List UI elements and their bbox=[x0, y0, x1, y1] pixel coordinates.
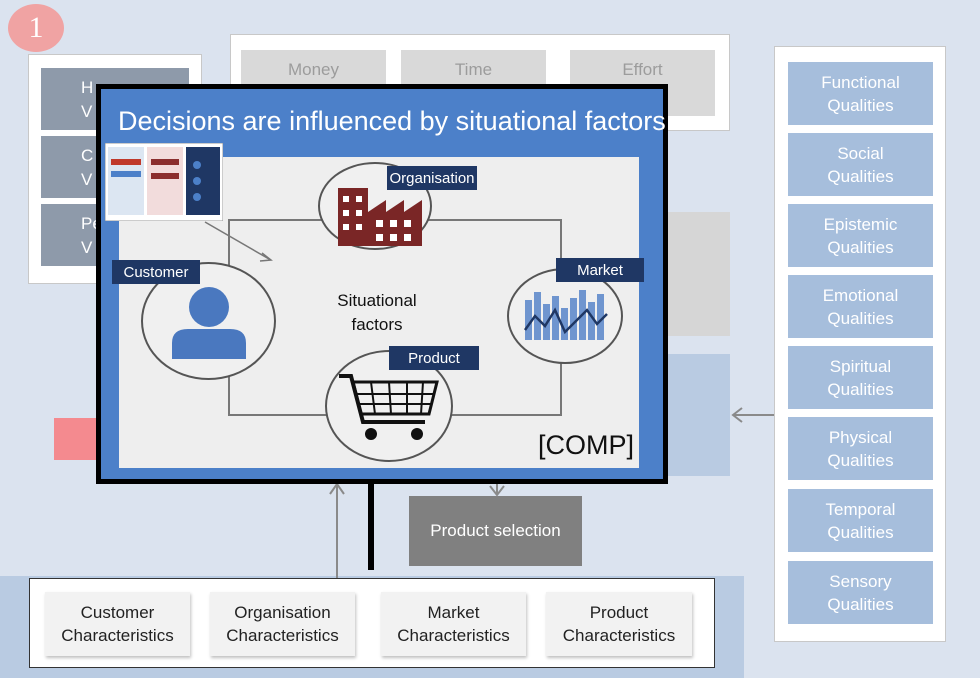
customer-characteristics-l2: Characteristics bbox=[61, 626, 174, 645]
product-label: Product bbox=[389, 346, 479, 370]
market-characteristics-l2: Characteristics bbox=[397, 626, 510, 645]
background-gray-block bbox=[660, 212, 730, 336]
market-chart-icon bbox=[523, 290, 608, 340]
organisation-characteristics-l1: Organisation bbox=[234, 603, 331, 622]
quality-spiritual-l2: Qualities bbox=[827, 379, 894, 399]
value-box-2-label: C V bbox=[81, 146, 94, 189]
quality-sensory-l1: Sensory bbox=[829, 571, 892, 591]
situational-text-line1: Situational bbox=[337, 291, 417, 310]
situational-factors-text: Situational factors bbox=[318, 289, 436, 337]
value-box-1-label: H V bbox=[81, 78, 94, 121]
quality-physical-l2: Qualities bbox=[827, 450, 894, 470]
quality-emotional-l1: Emotional bbox=[822, 285, 899, 305]
quality-temporal-l2: Qualities bbox=[827, 522, 894, 542]
quality-temporal-l1: Temporal bbox=[825, 499, 896, 519]
qualities-arrow bbox=[731, 407, 774, 423]
shopping-cart-icon bbox=[339, 374, 439, 440]
quality-functional-l1: Functional bbox=[821, 72, 900, 92]
quality-epistemic-l1: Epistemic bbox=[823, 214, 898, 234]
quality-physical-l1: Physical bbox=[828, 427, 893, 447]
situational-text-line2: factors bbox=[351, 315, 403, 334]
background-blue-block bbox=[660, 354, 730, 476]
quality-epistemic-l2: Qualities bbox=[827, 237, 894, 257]
product-characteristics-l1: Product bbox=[589, 603, 649, 622]
quality-social-l2: Qualities bbox=[827, 166, 894, 186]
quality-emotional-l2: Qualities bbox=[827, 308, 894, 328]
customer-person-icon bbox=[172, 287, 246, 359]
product-characteristics-l2: Characteristics bbox=[562, 626, 676, 645]
slide-thumbnail-image bbox=[105, 143, 223, 221]
step-number-badge: 1 bbox=[8, 4, 64, 52]
accent-pink-block bbox=[54, 418, 104, 460]
product-selection-box: Product selection bbox=[409, 496, 582, 566]
slide-connectors bbox=[329, 480, 505, 578]
quality-spiritual-l1: Spiritual bbox=[829, 356, 892, 376]
comp-tag: [COMP] bbox=[538, 430, 635, 460]
organisation-characteristics-l2: Characteristics bbox=[226, 626, 339, 645]
customer-characteristics-l1: Customer bbox=[80, 603, 155, 622]
quality-functional-l2: Qualities bbox=[827, 95, 894, 115]
organisation-label: Organisation bbox=[387, 166, 477, 190]
customer-label: Customer bbox=[112, 260, 200, 284]
quality-social-l1: Social bbox=[837, 143, 884, 163]
quality-sensory-l2: Qualities bbox=[827, 594, 894, 614]
slide-title: Decisions are influenced by situational … bbox=[118, 106, 666, 136]
market-label: Market bbox=[556, 258, 644, 282]
market-characteristics-l1: Market bbox=[427, 603, 480, 622]
factory-icon bbox=[338, 188, 422, 246]
